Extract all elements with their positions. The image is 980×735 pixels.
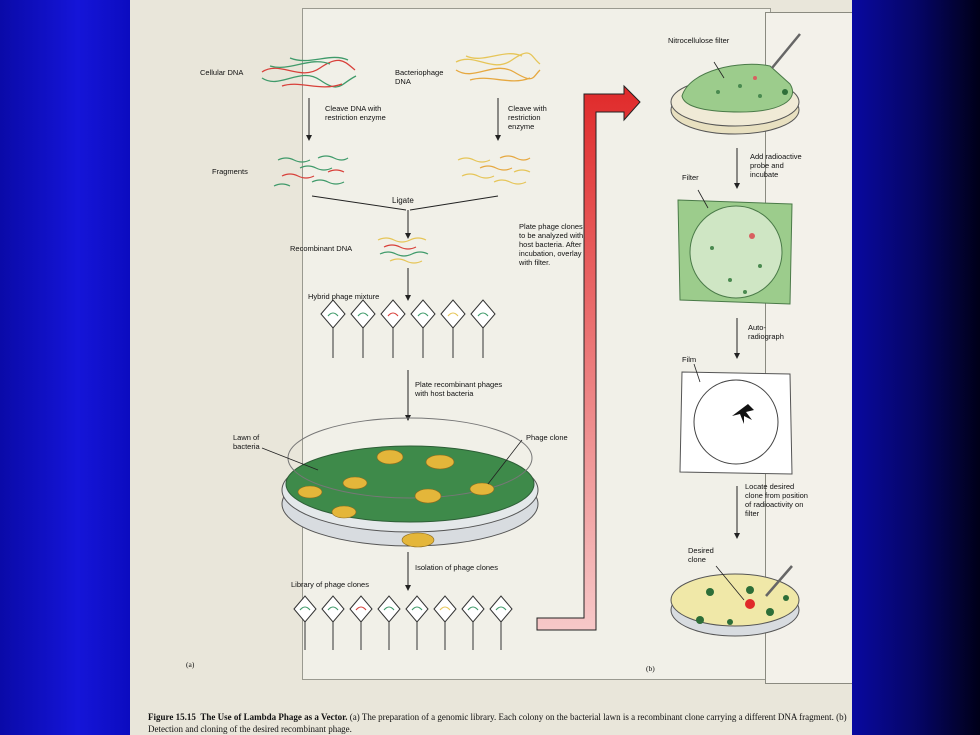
hybrid-phage-mixture — [320, 299, 496, 358]
left-blue-band — [0, 0, 130, 735]
label-bacteriophage-dna: Bacteriophage DNA — [395, 68, 444, 86]
cellular-fragments — [273, 155, 349, 187]
label-recombinant-dna: Recombinant DNA — [290, 244, 353, 253]
label-cellular-dna: Cellular DNA — [200, 68, 244, 77]
phage-clone-pointer — [487, 439, 523, 485]
label-cleave-left: Cleave DNA with restriction enzyme — [325, 104, 386, 122]
label-hybrid-mixture: Hybrid phage mixture — [308, 292, 380, 301]
label-filter: Filter — [682, 173, 699, 182]
library-dna — [299, 606, 507, 611]
label-lawn: Lawn of bacteria — [233, 433, 260, 451]
petri-dish — [281, 417, 539, 547]
caption-label: Figure 15.15 — [148, 712, 196, 722]
caption-text: (a) The preparation of a genomic library… — [148, 712, 847, 734]
right-blue-band — [852, 0, 980, 735]
label-library: Library of phage clones — [291, 580, 369, 589]
figure-caption: Figure 15.15 The Use of Lambda Phage as … — [148, 711, 848, 735]
phage-fragments — [457, 155, 531, 185]
label-cleave-right: Cleave with restriction enzyme — [508, 104, 547, 131]
caption-title: The Use of Lambda Phage as a Vector. — [200, 712, 348, 722]
label-autoradiograph: Auto-radiograph — [748, 323, 784, 341]
phage-library — [293, 595, 513, 650]
label-ligate: Ligate — [392, 196, 414, 205]
label-plate-recombinant: Plate recombinant phages with host bacte… — [415, 380, 503, 398]
hybrid-phage-dna — [327, 312, 489, 317]
filter-square — [677, 189, 793, 305]
panel-a-tag: (a) — [186, 660, 195, 669]
label-plate-phage: Plate phage clones to be analyzed with h… — [519, 222, 584, 267]
label-locate: Locate desired clone from position of ra… — [745, 482, 808, 518]
big-red-arrow — [536, 84, 641, 631]
label-phage-clone: Phage clone — [526, 433, 568, 442]
film-sheet — [679, 363, 793, 475]
lawn-pointer — [261, 447, 319, 471]
bacteriophage-dna-strands — [455, 52, 541, 82]
label-fragments: Fragments — [212, 167, 248, 176]
label-desired-clone: Desired clone — [688, 546, 714, 564]
nitro-dish — [670, 33, 801, 135]
label-nitro: Nitrocellulose filter — [668, 36, 730, 45]
plaques — [297, 449, 495, 548]
label-add-probe: Add radioactive probe and incubate — [750, 152, 802, 179]
label-isolation: Isolation of phage clones — [415, 563, 498, 572]
ligate-lines — [311, 195, 499, 239]
label-film: Film — [682, 355, 697, 364]
panel-b-tag: (b) — [646, 664, 655, 673]
recombinant-dna — [377, 237, 429, 264]
desired-dish — [670, 565, 800, 637]
cellular-dna-strands — [261, 56, 357, 88]
